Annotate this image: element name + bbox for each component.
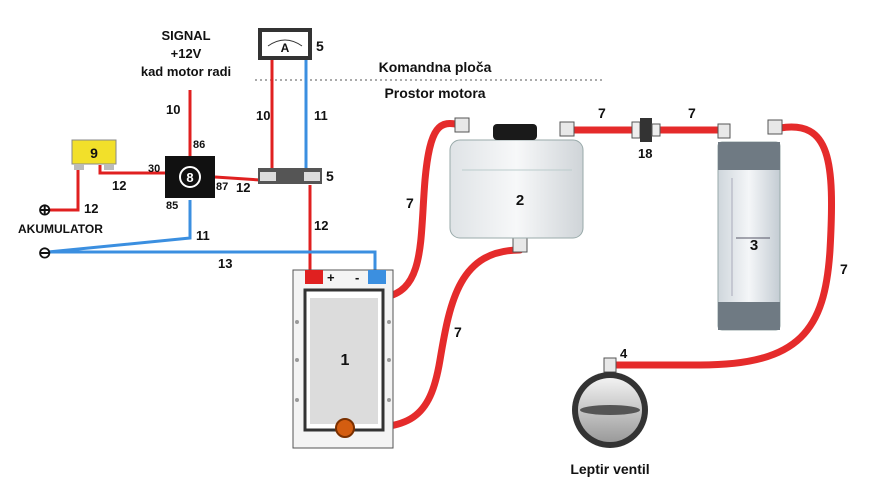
fuse: 9 <box>71 139 117 170</box>
fuse-number: 9 <box>90 145 98 161</box>
hose-filter-nipple <box>611 123 835 369</box>
battery-plus-terminal: ⊕ <box>38 202 51 219</box>
hoses <box>341 120 835 432</box>
wire-13-ground-generator <box>48 250 377 272</box>
zone-engine-bay: Prostor motora <box>384 85 485 101</box>
butterfly-valve <box>572 357 648 448</box>
wire-label-13: 13 <box>218 256 232 271</box>
generator <box>292 269 394 449</box>
hose-fittings <box>454 117 783 253</box>
relay-pin-86: 86 <box>193 139 205 151</box>
generator-minus-label: - <box>355 270 359 285</box>
hose-label-7-filter-nipple: 7 <box>840 261 848 277</box>
battery-minus-terminal: ⊖ <box>38 245 51 262</box>
hose-generator-tank-top <box>381 120 464 301</box>
shunt-number: 5 <box>326 168 334 184</box>
battery-label: AKUMULATOR <box>18 222 103 236</box>
signal-line2: +12V <box>171 46 202 61</box>
relay-pin-87: 87 <box>216 181 228 193</box>
hose-label-7-valve-filter: 7 <box>688 105 696 121</box>
ammeter: A <box>258 28 312 60</box>
generator-plus-label: + <box>327 270 335 285</box>
hose-tank-generator-bottom <box>341 246 524 432</box>
wire-11-relay-ground <box>47 200 192 254</box>
wire-12-battery-fuse <box>48 168 80 212</box>
wire-label-11-ammeter: 11 <box>314 108 328 123</box>
wire-12-fuse-relay <box>98 165 165 175</box>
wire-label-12-generator: 12 <box>314 218 328 233</box>
wire-label-10-signal: 10 <box>166 102 180 117</box>
ammeter-symbol: A <box>281 41 290 55</box>
filter-number: 3 <box>750 237 758 254</box>
relay: 8 <box>165 156 215 198</box>
filter <box>717 141 781 331</box>
ammeter-number: 5 <box>316 38 324 54</box>
nipple-number: 4 <box>620 346 628 361</box>
hose-label-7-tank-bottom: 7 <box>454 324 462 340</box>
wires <box>47 58 377 272</box>
inline-valve <box>631 118 661 142</box>
wire-12-relay-shunt <box>214 175 261 182</box>
shunt <box>258 168 322 184</box>
wire-label-12-battery: 12 <box>84 201 98 216</box>
hose-label-7-tank-top: 7 <box>406 195 414 211</box>
relay-pin-30: 30 <box>148 163 160 175</box>
hose-label-7-tank-valve: 7 <box>598 105 606 121</box>
signal-line3: kad motor radi <box>141 64 231 79</box>
relay-pin-85: 85 <box>166 200 178 212</box>
inline-valve-number: 18 <box>638 146 652 161</box>
signal-line1: SIGNAL <box>161 28 210 43</box>
wire-label-12-fuse: 12 <box>112 178 126 193</box>
wire-label-10-ammeter: 10 <box>256 108 270 123</box>
wire-label-11-ground: 11 <box>196 228 210 243</box>
wire-label-12-relay: 12 <box>236 180 250 195</box>
tank-number: 2 <box>516 192 524 209</box>
generator-number: 1 <box>341 352 350 369</box>
butterfly-valve-label: Leptir ventil <box>570 461 649 477</box>
tank <box>449 124 584 239</box>
relay-number: 8 <box>186 170 193 185</box>
zone-dashboard: Komandna ploča <box>379 59 492 75</box>
